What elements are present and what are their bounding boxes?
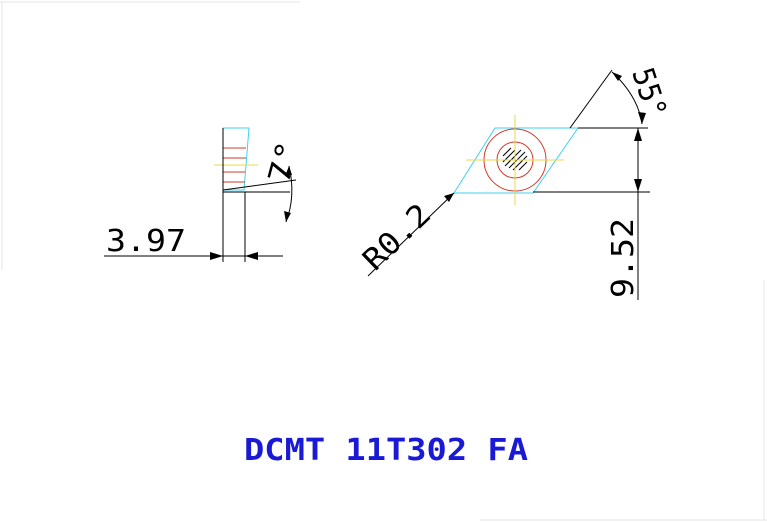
inscribed-circle-dimension: 9.52 <box>606 218 641 298</box>
top-view <box>367 69 650 300</box>
side-view <box>104 127 297 262</box>
corner-angle-dimension: 55° <box>624 64 673 122</box>
relief-angle-dimension: 7° <box>262 137 307 187</box>
insert-designation-title: DCMT 11T302 FA <box>244 433 528 468</box>
thickness-dimension: 3.97 <box>106 224 186 259</box>
nose-radius-dimension: R0.2 <box>356 197 438 278</box>
